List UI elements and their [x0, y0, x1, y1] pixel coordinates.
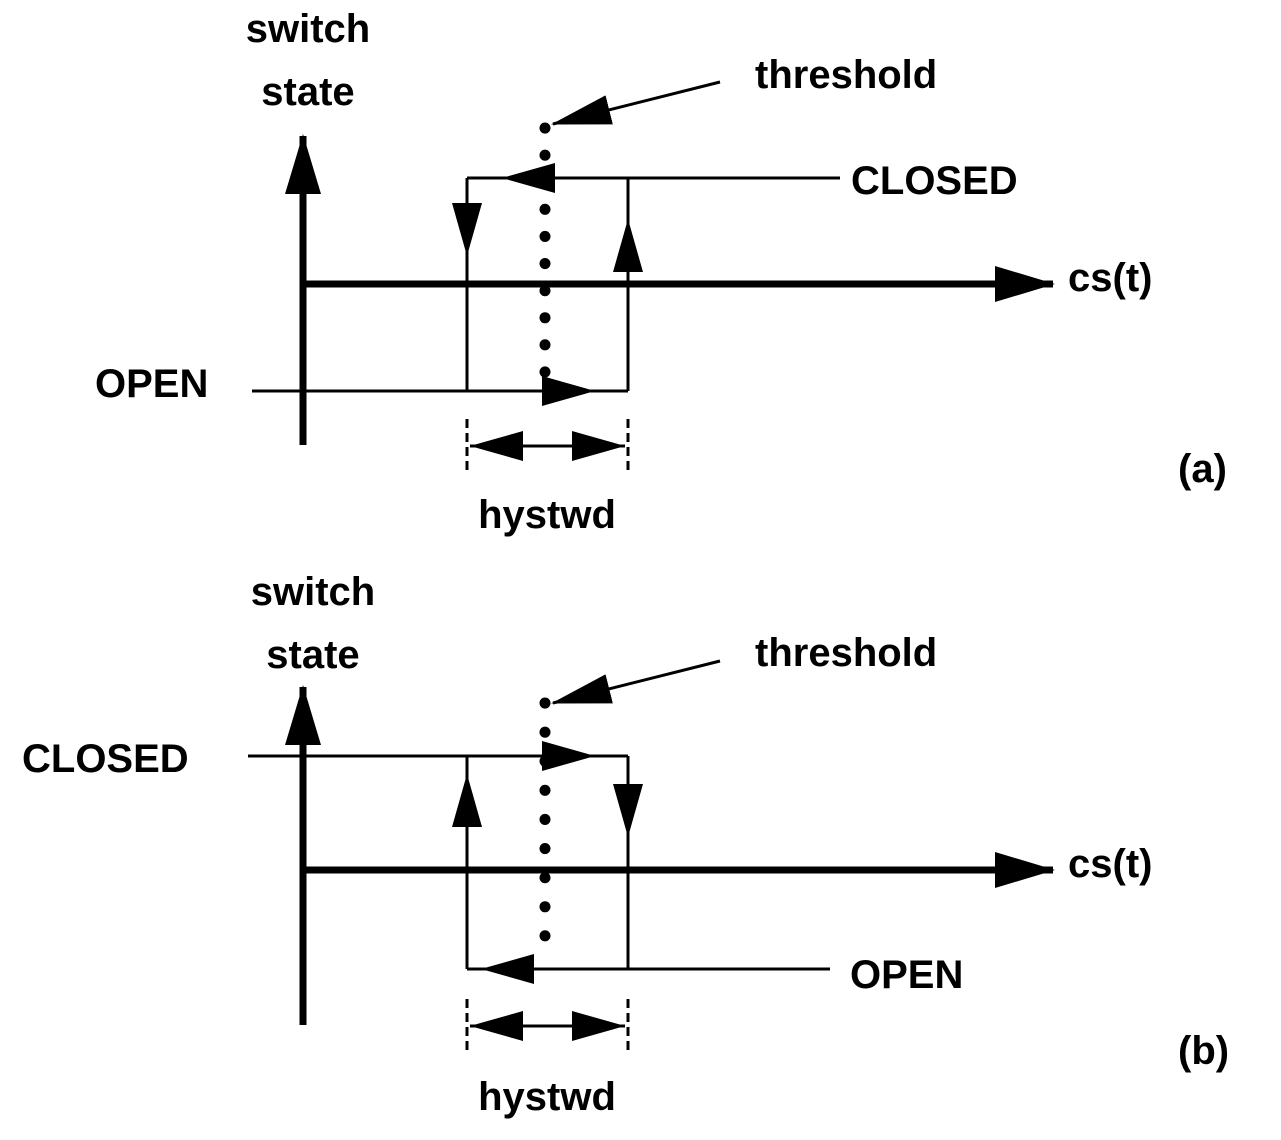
open-label: OPEN — [850, 953, 963, 997]
width-arrow-right — [572, 431, 625, 461]
open-level-arrow — [481, 954, 534, 984]
closed-label: CLOSED — [22, 737, 189, 781]
threshold-pointer-arrow — [551, 659, 721, 705]
down-arrow — [452, 203, 482, 256]
panel-a: switch state threshold CLOSED OPEN cs(t)… — [95, 7, 1227, 537]
panel-label: (b) — [1178, 1029, 1229, 1073]
closed-label: CLOSED — [851, 159, 1018, 203]
down-arrow — [613, 784, 643, 837]
open-level-arrow — [542, 376, 595, 406]
panel-b: switch state threshold CLOSED OPEN cs(t)… — [22, 570, 1229, 1119]
up-arrow — [613, 219, 643, 272]
x-axis-label: cs(t) — [1068, 842, 1152, 886]
y-axis-label-line2: state — [266, 633, 359, 677]
closed-level-arrow — [542, 741, 595, 771]
width-label: hystwd — [478, 493, 616, 537]
panel-label: (a) — [1178, 447, 1227, 491]
width-arrow-left — [470, 431, 523, 461]
width-arrow-right — [572, 1011, 625, 1041]
width-arrow-left — [470, 1011, 523, 1041]
threshold-label: threshold — [755, 53, 937, 97]
threshold-pointer-arrow — [551, 80, 721, 126]
threshold-label: threshold — [755, 631, 937, 675]
y-axis-label-line2: state — [261, 70, 354, 114]
y-axis-label-line1: switch — [246, 7, 370, 51]
width-label: hystwd — [478, 1075, 616, 1119]
open-label: OPEN — [95, 362, 208, 406]
y-axis-label-line1: switch — [251, 570, 375, 614]
up-arrow — [452, 774, 482, 827]
closed-level-arrow — [502, 163, 555, 193]
x-axis-label: cs(t) — [1068, 256, 1152, 300]
